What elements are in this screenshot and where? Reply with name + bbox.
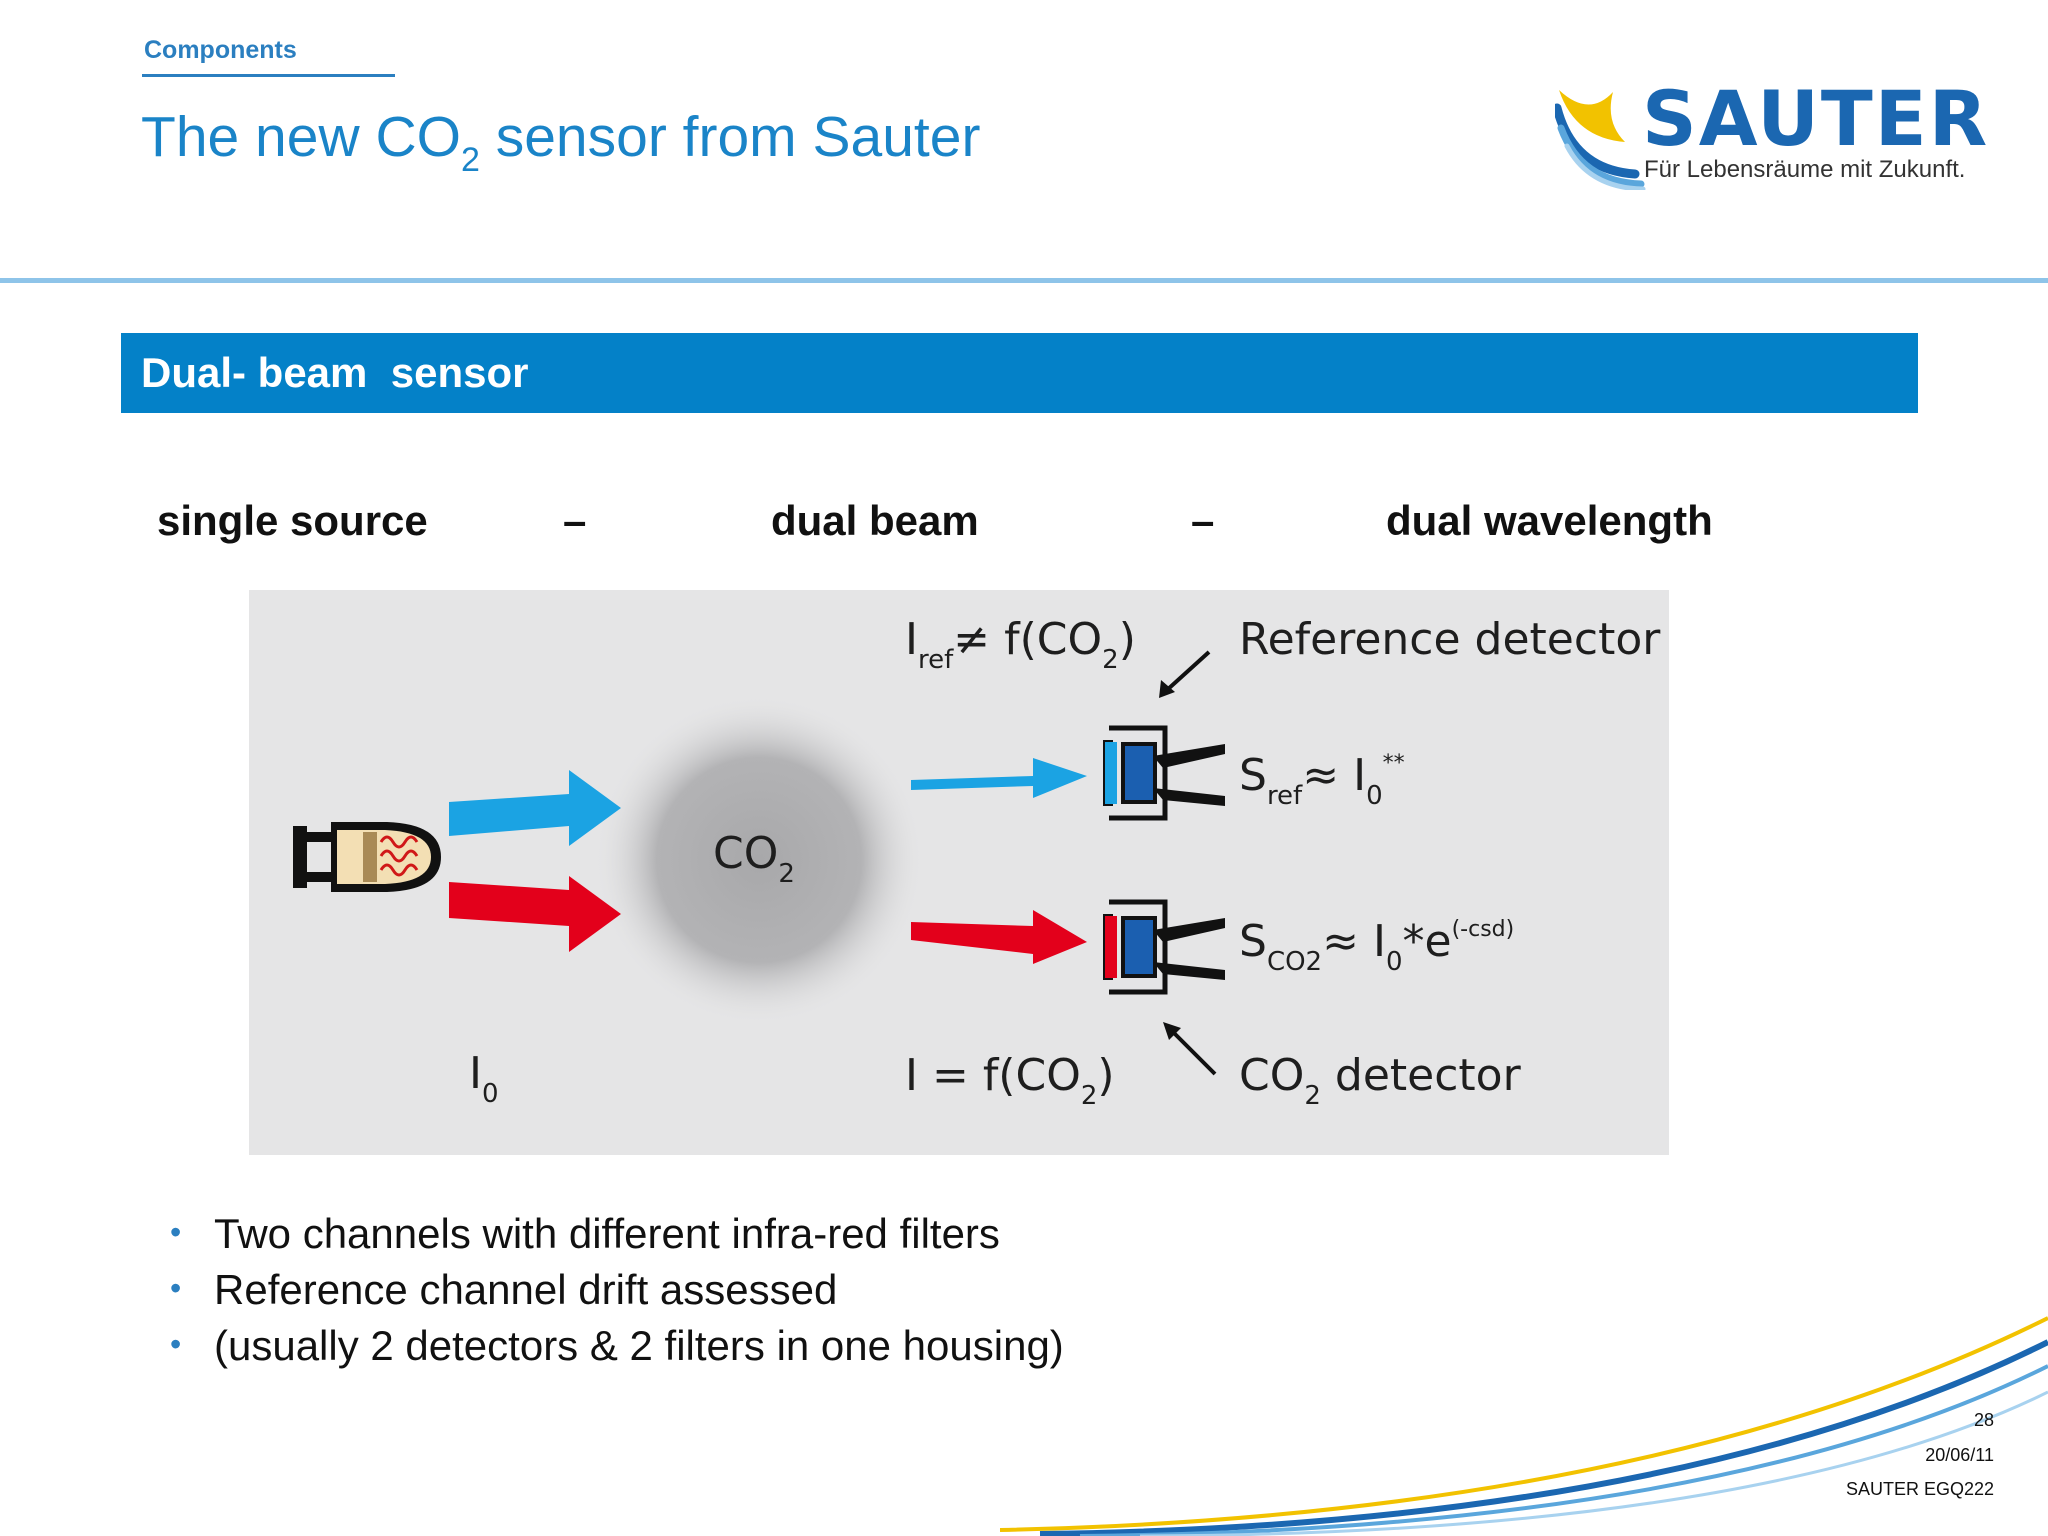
sauter-logo-icon [1555, 90, 1646, 190]
title-suffix: sensor from Sauter [479, 105, 981, 169]
ir-lamp-icon [293, 822, 441, 892]
bullet-list: •Two channels with different infra-red f… [170, 1205, 1064, 1373]
logo-tagline: Für Lebensräume mit Zukunft. [1644, 156, 1966, 183]
page-number: 28 [1973, 1410, 1994, 1430]
tagline-dual-beam: dual beam [771, 497, 979, 544]
tagline-dual-wavelength: dual wavelength [1386, 497, 1713, 544]
list-item: •(usually 2 detectors & 2 filters in one… [170, 1317, 1064, 1373]
co2-gas-label: CO2 [713, 828, 795, 889]
bullet-icon: • [170, 1270, 182, 1306]
sensor-diagram: CO2 I0 Iref≠ f(CO2) Reference detector S… [249, 590, 1669, 1155]
i-function-equation: I = f(CO2) [905, 1050, 1115, 1111]
i0-label: I0 [469, 1048, 499, 1109]
source-beam-red [449, 876, 621, 952]
bullet-icon: • [170, 1326, 182, 1362]
footer-doc-id: SAUTER EGQ222 [1845, 1479, 1994, 1499]
section-banner [121, 333, 1918, 413]
footer-date: 20/06/11 [1925, 1445, 1994, 1465]
tagline-dash-2: – [1191, 497, 1215, 544]
bullet-icon: • [170, 1214, 182, 1250]
tagline-single-source: single source [157, 497, 428, 544]
list-item: •Reference channel drift assessed [170, 1261, 1064, 1317]
diagram-graphics [293, 650, 1225, 1076]
co2-callout-arrow-icon [1163, 1022, 1217, 1076]
co2-gas-cloud [594, 695, 924, 1025]
banner-title: Dual- beam sensor [141, 349, 529, 396]
reference-beam-arrow [911, 758, 1087, 798]
sref-equation: Sref≈ I0** [1239, 750, 1405, 811]
header-divider [0, 278, 2048, 283]
co2-beam-arrow [911, 910, 1087, 964]
reference-detector-label: Reference detector [1239, 614, 1661, 665]
co2-detector-icon [1103, 899, 1225, 995]
section-label: Components [144, 36, 297, 64]
sco2-equation: SCO2≈ I0*e(-csd) [1239, 916, 1515, 977]
logo-wordmark: SAUTER [1642, 74, 1990, 163]
reference-detector-icon [1103, 725, 1225, 821]
title-subscript: 2 [460, 141, 480, 179]
page-title: The new CO2 sensor from Sauter [141, 104, 981, 179]
list-item: •Two channels with different infra-red f… [170, 1205, 1064, 1261]
co2-detector-label: CO2 detector [1239, 1050, 1521, 1111]
iref-equation: Iref≠ f(CO2) [905, 614, 1136, 675]
section-underline [142, 74, 395, 77]
title-prefix: The new CO [141, 105, 461, 169]
source-beam-blue [449, 770, 621, 846]
tagline-dash-1: – [563, 497, 587, 544]
reference-callout-arrow-icon [1159, 650, 1211, 698]
decorative-swoosh-icon [1000, 1316, 2048, 1536]
